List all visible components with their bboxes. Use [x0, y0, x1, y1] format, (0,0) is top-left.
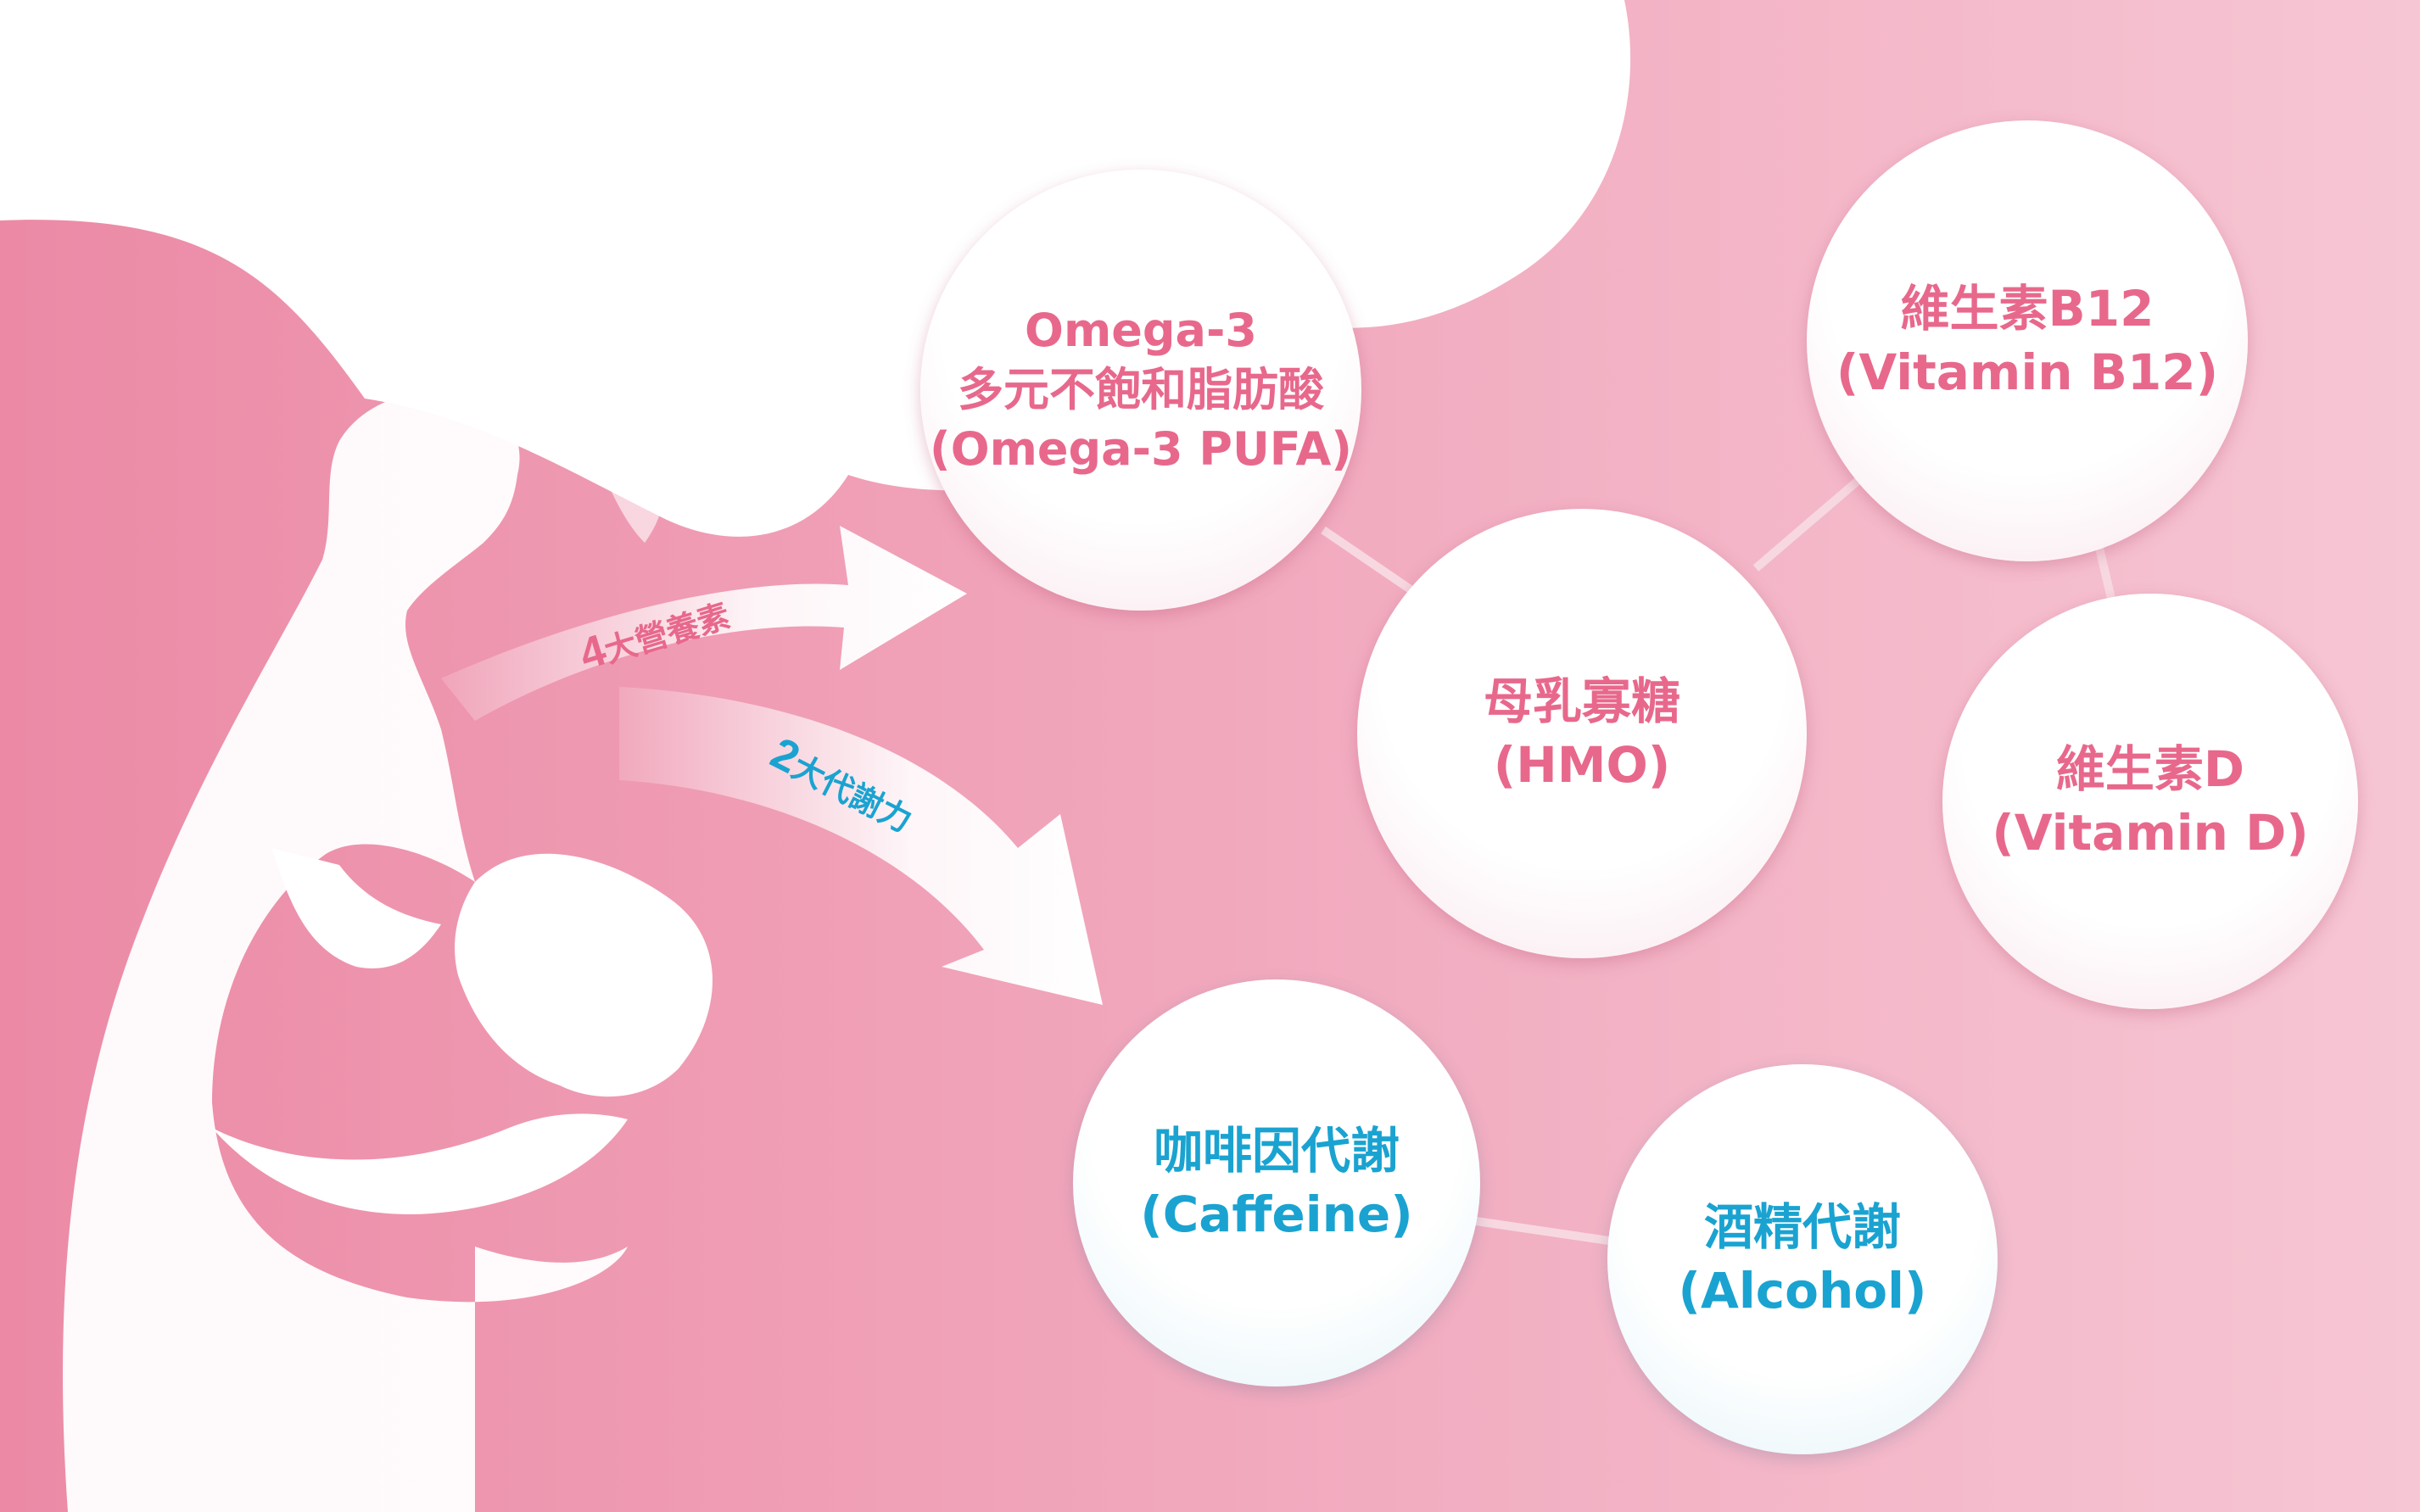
vitamin-d-english: (Vitamin D): [1992, 804, 2309, 862]
mother-baby-silhouette-icon: [63, 280, 713, 1512]
bubble-hmo: 母乳寡糖 (HMO): [1357, 509, 1807, 958]
omega3-english: (Omega-3 PUFA): [930, 422, 1352, 477]
omega3-chinese: 多元不飽和脂肪酸: [958, 362, 1324, 416]
vitamin-b12-english: (Vitamin B12): [1836, 343, 2219, 401]
caffeine-english: (Caffeine): [1140, 1186, 1413, 1243]
metabolism-arrow: [619, 687, 1103, 1005]
bubble-omega3: Omega-3 多元不飽和脂肪酸 (Omega-3 PUFA): [920, 170, 1361, 611]
alcohol-english: (Alcohol): [1678, 1262, 1927, 1320]
bubble-vitamin-b12: 維生素B12 (Vitamin B12): [1807, 120, 2248, 561]
nutrients-arrow: [441, 526, 967, 721]
hmo-chinese: 母乳寡糖: [1483, 672, 1680, 730]
vitamin-d-chinese: 維生素D: [2055, 739, 2245, 798]
vitamin-b12-chinese: 維生素B12: [1900, 279, 2155, 338]
bubble-alcohol: 酒精代謝 (Alcohol): [1607, 1064, 1998, 1454]
hmo-english: (HMO): [1493, 736, 1671, 794]
bubble-caffeine: 咖啡因代謝 (Caffeine): [1073, 979, 1480, 1386]
caffeine-chinese: 咖啡因代謝: [1153, 1121, 1400, 1180]
alcohol-chinese: 酒精代謝: [1703, 1197, 1901, 1256]
bubble-vitamin-d: 維生素D (Vitamin D): [1942, 594, 2358, 1009]
omega3-title: Omega-3: [1025, 303, 1257, 357]
